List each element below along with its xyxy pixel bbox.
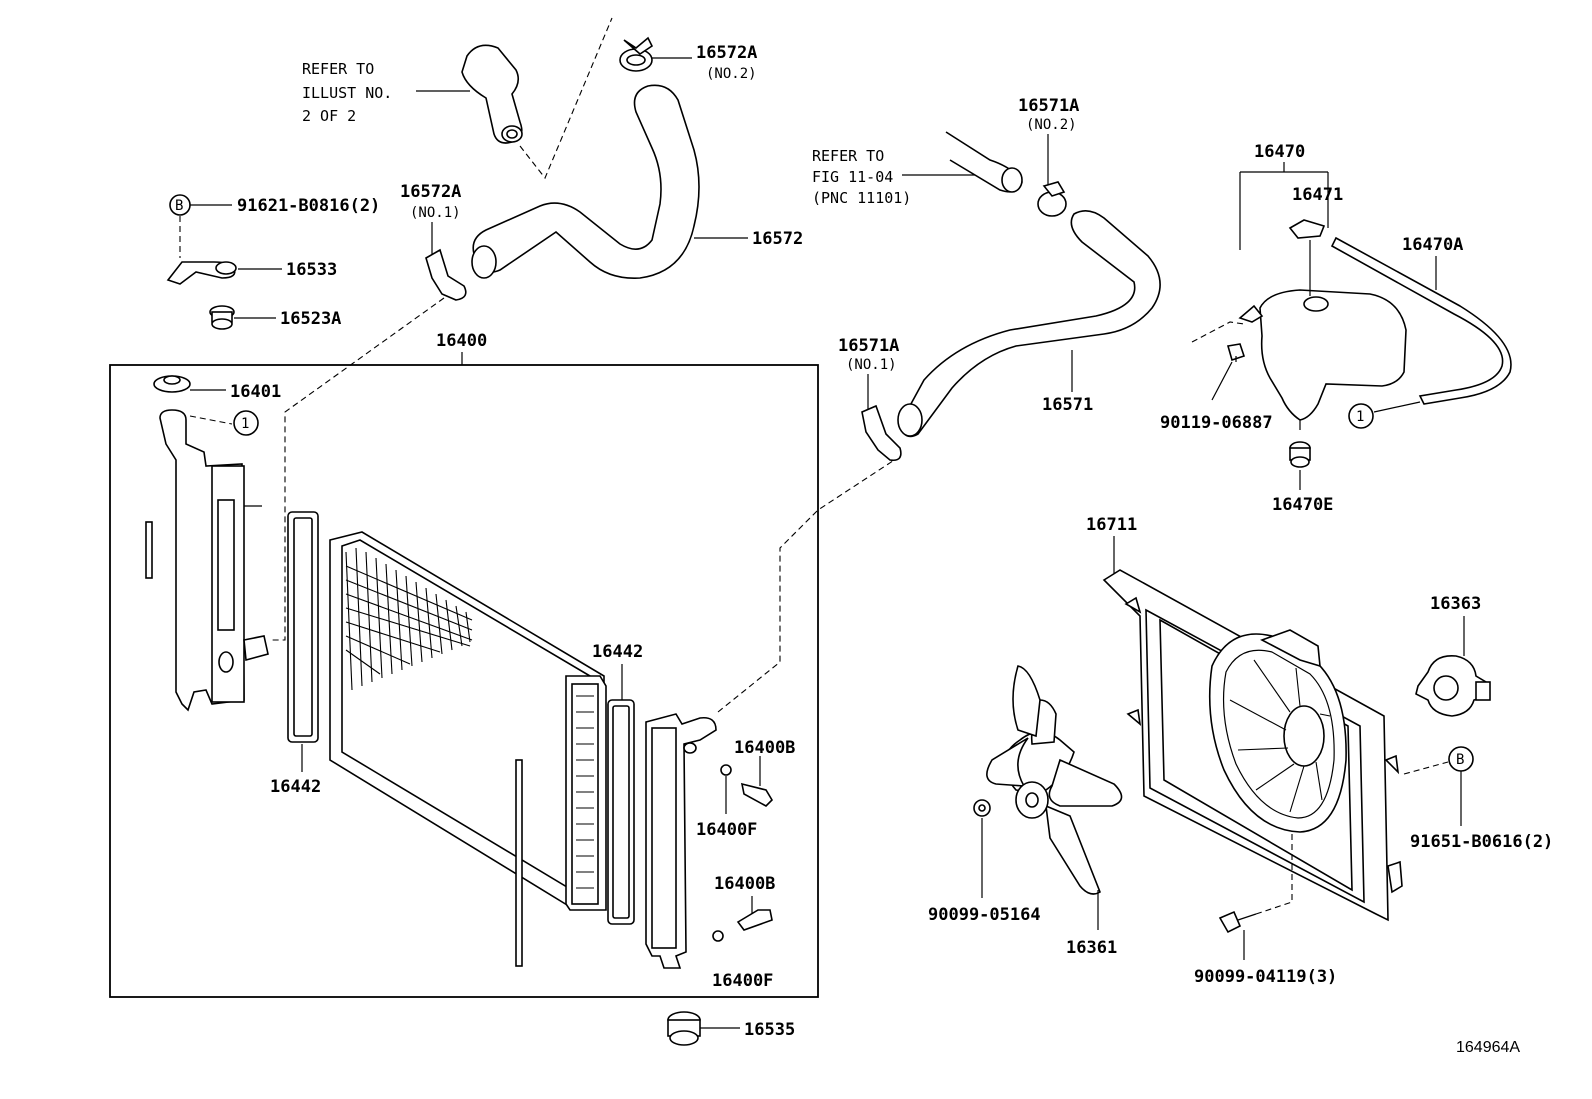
label-90119-06887: 90119-06887	[1160, 413, 1273, 433]
label-16572A-no2-note: (NO.2)	[706, 66, 757, 82]
marker-b-left-text: B	[175, 198, 183, 214]
marker-1-left	[233, 410, 259, 436]
bolt-90099-04119-illustration	[1218, 910, 1257, 934]
label-16711: 16711	[1086, 515, 1137, 535]
label-16442-left: 16442	[270, 777, 321, 797]
pipe-reference-illustration	[945, 131, 1023, 193]
fan-16361-illustration	[986, 665, 1123, 895]
bracket-16533-illustration	[166, 261, 237, 285]
label-16400F-upper: 16400F	[696, 820, 757, 840]
refer-illust-line3: 2 OF 2	[302, 107, 356, 125]
clamp-16572A-no2-illustration	[619, 36, 654, 72]
label-16361: 16361	[1066, 938, 1117, 958]
clamp-16571A-no1-illustration	[861, 404, 902, 462]
refer-fig-line1: REFER TO	[812, 147, 884, 165]
drain-plug-16400B-lower-illustration	[736, 896, 773, 931]
bolt-90119-06887-illustration	[1226, 343, 1246, 362]
thermostat-housing-illustration	[461, 44, 523, 144]
label-16571: 16571	[1042, 395, 1093, 415]
label-16571A-no2: 16571A	[1018, 96, 1079, 116]
label-16400F-lower: 16400F	[712, 971, 773, 991]
oring-16400F-upper	[720, 764, 732, 776]
clamp-16571A-no2-illustration	[1037, 181, 1067, 217]
label-16571A-no1: 16571A	[838, 336, 899, 356]
upper-radiator-hose-16572-illustration	[471, 84, 700, 279]
refer-illust-line2: ILLUST NO.	[302, 84, 392, 102]
label-16470: 16470	[1254, 142, 1305, 162]
fan-motor-16363-illustration	[1415, 655, 1491, 717]
label-16523A: 16523A	[280, 309, 341, 329]
oring-16400F-lower	[712, 930, 724, 942]
label-16533: 16533	[286, 260, 337, 280]
radiator-assembly-frame	[109, 364, 819, 998]
clamp-16572A-no1-illustration	[425, 248, 467, 301]
marker-b-right-text: B	[1456, 752, 1464, 768]
refer-illust-line1: REFER TO	[302, 60, 374, 78]
label-16571A-no1-note: (NO.1)	[846, 357, 897, 373]
cushion-16470E-illustration	[1289, 441, 1311, 468]
left-radiator-tank-illustration	[145, 409, 269, 712]
label-16572: 16572	[752, 229, 803, 249]
refer-fig-line3: (PNC 11101)	[812, 189, 911, 207]
lower-radiator-hose-16571-illustration	[897, 210, 1161, 438]
fan-shroud-16711-illustration	[1102, 569, 1403, 922]
nut-90099-05164-illustration	[973, 799, 991, 817]
figure-id: 164964A	[1456, 1039, 1520, 1056]
label-16400B-upper: 16400B	[734, 738, 795, 758]
radiator-cap-16401-illustration	[153, 375, 191, 393]
label-16470E: 16470E	[1272, 495, 1333, 515]
radiator-core-illustration	[329, 531, 607, 967]
label-91651-B0616: 91651-B0616(2)	[1410, 832, 1553, 852]
label-90099-04119: 90099-04119(3)	[1194, 967, 1337, 987]
label-90099-05164: 90099-05164	[928, 905, 1041, 925]
label-16400B-lower: 16400B	[714, 874, 775, 894]
label-16571A-no2-note: (NO.2)	[1026, 117, 1077, 133]
label-16535: 16535	[744, 1020, 795, 1040]
label-91621-B0816: 91621-B0816(2)	[237, 196, 380, 216]
cushion-16523A-illustration	[209, 305, 235, 330]
label-16400: 16400	[436, 331, 487, 351]
label-16442-right: 16442	[592, 642, 643, 662]
reservoir-16470-illustration	[1238, 219, 1407, 430]
label-16401: 16401	[230, 382, 281, 402]
label-16572A-no1: 16572A	[400, 182, 461, 202]
seal-16442-right-illustration	[607, 699, 635, 925]
marker-1-right	[1348, 403, 1374, 429]
label-16572A-no2: 16572A	[696, 43, 757, 63]
marker-1-right-text: 1	[1356, 409, 1364, 425]
label-16471: 16471	[1292, 185, 1343, 205]
label-16363: 16363	[1430, 594, 1481, 614]
seal-16442-left-illustration	[287, 511, 319, 743]
refer-fig-line2: FIG 11-04	[812, 168, 893, 186]
label-16572A-no1-note: (NO.1)	[410, 205, 461, 221]
cushion-16535-illustration	[667, 1011, 701, 1046]
right-radiator-tank-illustration	[645, 713, 717, 969]
label-16470A: 16470A	[1402, 235, 1463, 255]
marker-1-left-text: 1	[241, 416, 249, 432]
drain-plug-16400B-upper-illustration	[740, 756, 774, 807]
reservoir-hose-16470A-illustration	[1330, 236, 1512, 405]
